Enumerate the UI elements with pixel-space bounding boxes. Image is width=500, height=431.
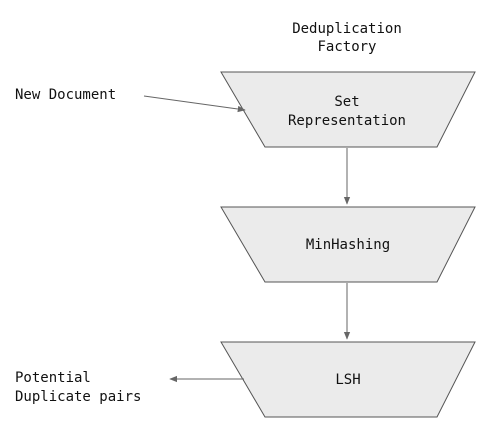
stage-set-representation-shape	[220, 71, 476, 148]
stage-minhashing-shape	[220, 206, 476, 283]
stage-set-representation-label-line-2: Representation	[288, 113, 406, 129]
input-label: New Document	[15, 87, 116, 103]
diagram-title-line-1: Deduplication	[292, 21, 402, 37]
stage-lsh-label: LSH	[335, 372, 360, 388]
stage-minhashing-label: MinHashing	[306, 237, 390, 253]
output-label-line-1: Potential	[15, 370, 91, 386]
stage-lsh-shape	[220, 341, 476, 418]
stage-set-representation-label-line-1: Set	[334, 94, 359, 110]
arrow-input-to-set-representation	[143, 95, 246, 113]
output-label-line-2: Duplicate pairs	[15, 389, 141, 405]
diagram-title-line-2: Factory	[317, 39, 376, 55]
